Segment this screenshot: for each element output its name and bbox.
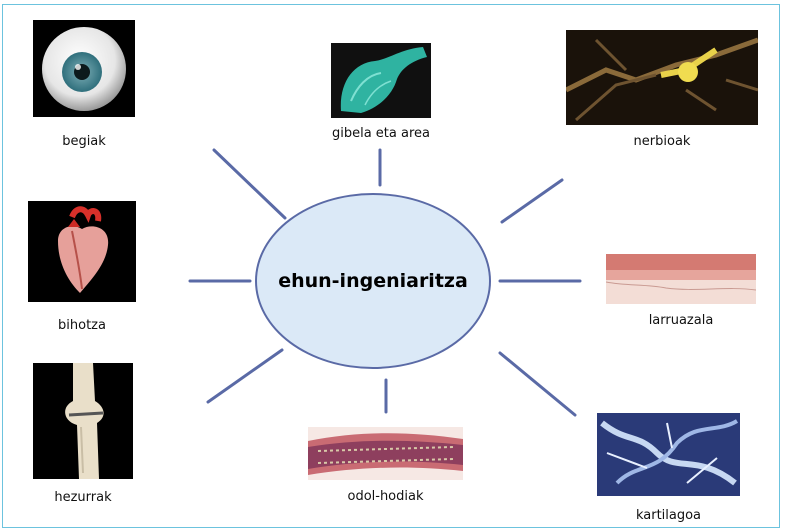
liver-image bbox=[331, 43, 431, 118]
eye-image bbox=[33, 20, 135, 117]
caption-liver: gibela eta area bbox=[316, 126, 446, 141]
caption-nerves: nerbioak bbox=[566, 134, 758, 149]
heart-image bbox=[28, 201, 136, 302]
spoke-cartilage bbox=[500, 353, 575, 415]
bone-image bbox=[33, 363, 133, 479]
hub-ellipse: ehun-ingeniaritza bbox=[255, 193, 491, 369]
nerve-image bbox=[566, 30, 758, 125]
caption-cartilage: kartilagoa bbox=[597, 508, 740, 523]
spoke-eyes bbox=[214, 150, 285, 218]
caption-heart: bihotza bbox=[28, 318, 136, 333]
skin-image bbox=[606, 254, 756, 304]
spoke-nerves bbox=[502, 180, 562, 222]
cartilage-image bbox=[597, 413, 740, 496]
vessel-image bbox=[308, 427, 463, 480]
caption-bone: hezurrak bbox=[33, 490, 133, 505]
caption-eyes: begiak bbox=[33, 134, 135, 149]
spoke-bone bbox=[208, 350, 282, 402]
caption-skin: larruazala bbox=[606, 313, 756, 328]
hub-label: ehun-ingeniaritza bbox=[278, 270, 468, 292]
caption-vessels: odol-hodiak bbox=[308, 489, 463, 504]
